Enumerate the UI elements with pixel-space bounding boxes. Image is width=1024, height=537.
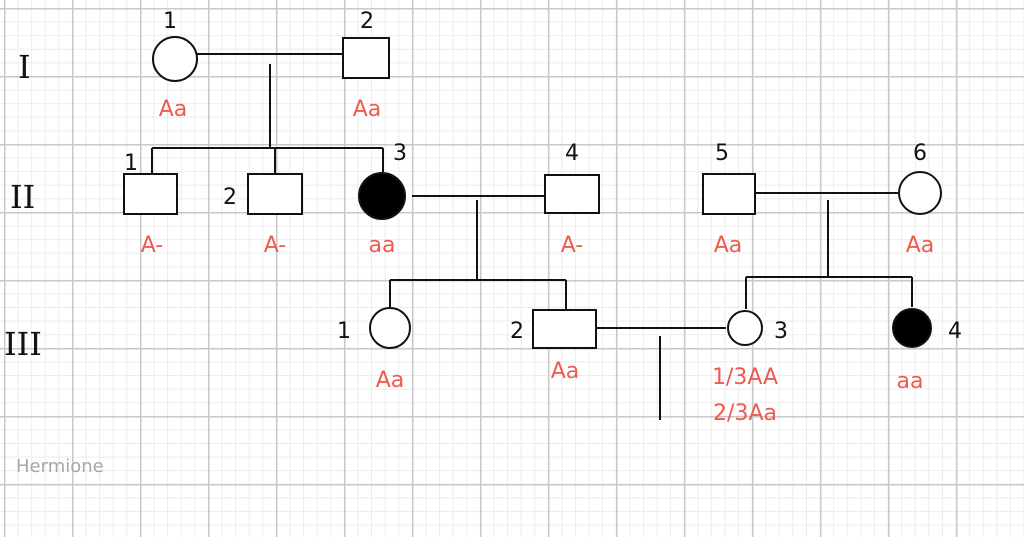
- female-symbol: [369, 307, 411, 349]
- affected-female-symbol: [358, 172, 406, 220]
- watermark: Hermione: [16, 456, 104, 477]
- male-symbol: [123, 173, 178, 215]
- individual-II5: 5 Aa: [702, 141, 756, 258]
- genotype-label: Aa: [376, 368, 405, 393]
- genotype-label: A-: [141, 233, 164, 258]
- generation-label-II: II: [10, 178, 35, 216]
- individual-II1: 1 A-: [123, 151, 178, 258]
- generation-label-III: III: [4, 325, 42, 363]
- female-symbol: [898, 171, 942, 215]
- individual-III1: 1 Aa: [337, 307, 411, 393]
- pedigree-lines: [151, 53, 913, 420]
- individual-II6: 6 Aa: [898, 141, 942, 258]
- individual-number: 3: [774, 319, 788, 344]
- individual-number: 5: [715, 141, 729, 166]
- genotype-label: Aa: [551, 359, 580, 384]
- male-symbol: [342, 37, 390, 79]
- individual-III4: 4 aa: [892, 308, 962, 394]
- affected-female-symbol: [892, 308, 932, 348]
- genotype-label-line2: 2/3Aa: [713, 401, 777, 426]
- genotype-label: Aa: [353, 97, 382, 122]
- individual-I2: 2 Aa: [342, 9, 390, 122]
- male-symbol: [247, 173, 303, 215]
- individual-number: 1: [163, 9, 177, 34]
- individual-number: 3: [393, 141, 407, 166]
- genotype-label: aa: [897, 369, 924, 394]
- genotype-label: A-: [561, 233, 584, 258]
- female-symbol: [152, 36, 198, 82]
- genotype-label: aa: [369, 233, 396, 258]
- individual-II4: 4 A-: [544, 141, 600, 258]
- individual-III3: 3 1/3AA 2/3Aa: [712, 310, 788, 426]
- individual-number: 1: [124, 151, 138, 176]
- female-symbol: [727, 310, 763, 346]
- genotype-label: Aa: [906, 233, 935, 258]
- individual-III2: 2 Aa: [510, 309, 597, 384]
- genotype-label: Aa: [714, 233, 743, 258]
- individual-number: 2: [360, 9, 374, 34]
- male-symbol: [532, 309, 597, 349]
- genotype-label: 1/3AA: [712, 365, 778, 390]
- individual-number: 2: [510, 319, 524, 344]
- genotype-label: Aa: [159, 97, 188, 122]
- individual-number: 4: [948, 319, 962, 344]
- individual-number: 1: [337, 319, 351, 344]
- male-symbol: [544, 174, 600, 214]
- generation-label-I: I: [18, 48, 31, 86]
- individual-II2: 2 A-: [223, 173, 303, 258]
- individual-number: 2: [223, 185, 237, 210]
- male-symbol: [702, 173, 756, 215]
- genotype-label: A-: [264, 233, 287, 258]
- individual-I1: 1 Aa: [152, 9, 198, 122]
- individual-number: 4: [565, 141, 579, 166]
- individual-II3: 3 aa: [358, 141, 407, 258]
- individual-number: 6: [913, 141, 927, 166]
